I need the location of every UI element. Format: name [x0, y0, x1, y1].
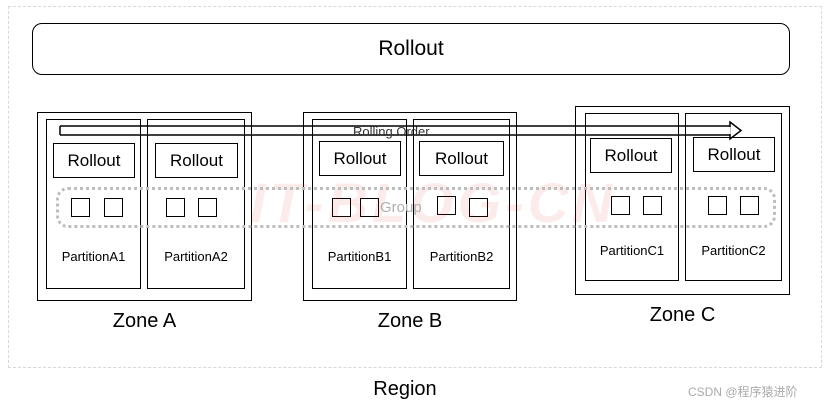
partition-c2-label: PartitionC2	[701, 243, 766, 258]
instance-square	[104, 198, 123, 217]
partition-c1-rollout: Rollout	[590, 138, 672, 173]
instance-square	[643, 196, 662, 215]
partition-a2-label: PartitionA2	[164, 249, 228, 264]
partition-a1-rollout: Rollout	[53, 143, 135, 178]
partition-b2-rollout: Rollout	[419, 141, 504, 176]
watermark: IT-BLOG-CN	[250, 171, 617, 234]
instance-square	[740, 196, 759, 215]
partition-b1-label: PartitionB1	[327, 249, 392, 264]
zone-a-label: Zone A	[112, 310, 177, 332]
zone-b-label: Zone B	[377, 310, 443, 332]
rollout-title: Rollout	[378, 37, 444, 60]
rollout-bar: Rollout	[32, 23, 790, 75]
instance-square	[360, 198, 379, 217]
instance-square	[437, 196, 456, 215]
partition-a1-label: PartitionA1	[61, 249, 126, 264]
region-label: Region	[373, 378, 437, 400]
rolling-order-label: Rolling Order	[353, 124, 430, 139]
instance-square	[708, 196, 727, 215]
partition-b1-rollout: Rollout	[319, 141, 401, 176]
group-label: Group	[380, 199, 422, 216]
group-frame	[56, 187, 776, 228]
partition-c2-rollout: Rollout	[693, 137, 775, 172]
partition-c1-label: PartitionC1	[599, 243, 665, 258]
credit-text: CSDN @程序猿进阶	[688, 385, 798, 399]
partition-a2-rollout: Rollout	[155, 143, 238, 178]
instance-square	[332, 198, 351, 217]
instance-square	[469, 198, 488, 217]
zone-c-label: Zone C	[649, 304, 716, 326]
instance-square	[611, 196, 630, 215]
instance-square	[166, 198, 185, 217]
partition-b2-label: PartitionB2	[429, 249, 494, 264]
instance-square	[71, 198, 90, 217]
region-boundary	[8, 6, 822, 368]
instance-square	[198, 198, 217, 217]
